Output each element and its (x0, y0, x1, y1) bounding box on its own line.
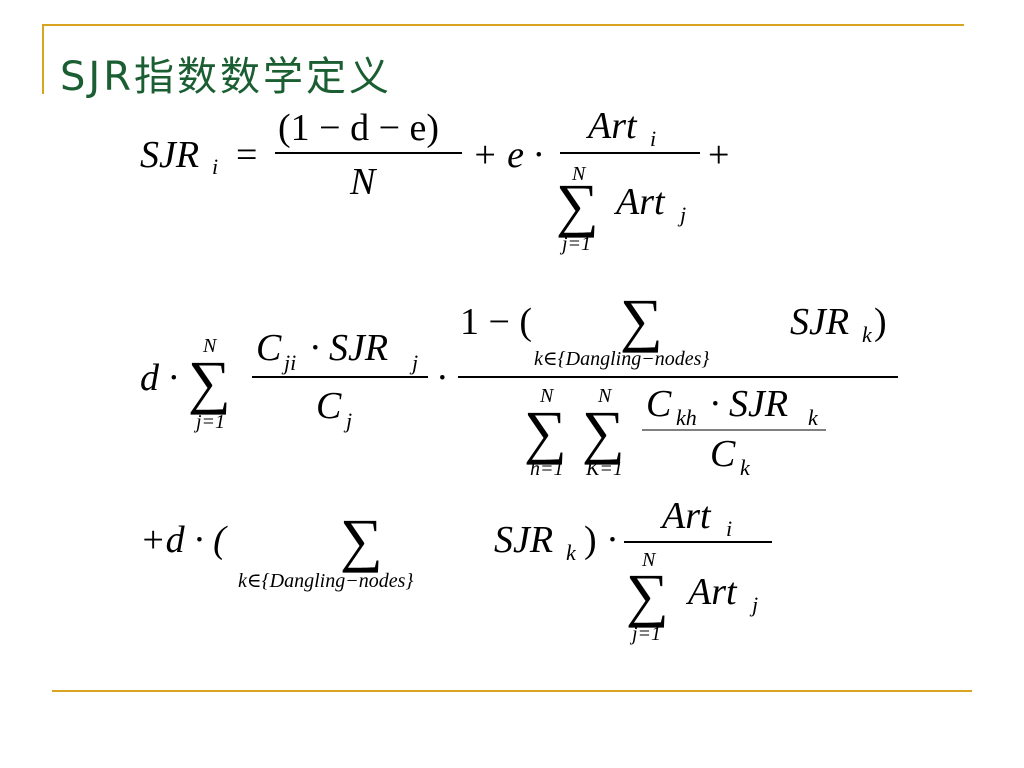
summation-sign: ∑ (620, 287, 663, 353)
c-kh-symbol: C (646, 383, 672, 425)
left-accent-line (42, 24, 44, 94)
sum-upper-limit: N (571, 163, 587, 185)
sum-upper-limit: N (597, 385, 613, 407)
formula-line-3: +d · ( ∑ k∈{Dangling−nodes} SJR k ) · Ar… (140, 495, 772, 645)
sum-upper-limit: N (202, 335, 218, 357)
subscript-k: k (862, 322, 873, 347)
one-minus-open: 1 − ( (460, 301, 532, 343)
d-dot: d · (140, 357, 178, 399)
sum-lower-limit: j=1 (559, 233, 591, 255)
subscript-j: j (749, 592, 758, 617)
c-j-symbol: C (316, 385, 342, 427)
sjr-k-symbol: SJR (494, 519, 553, 561)
art-symbol: Art (613, 181, 666, 223)
summation-sign: ∑ (582, 399, 625, 465)
sjr-k-symbol: SJR (790, 301, 849, 343)
sum-lower-limit: j=1 (193, 411, 225, 433)
summation-sign: ∑ (626, 562, 669, 628)
plus-e-term: + e · (472, 134, 543, 176)
subscript-i: i (212, 154, 218, 179)
summation-sign: ∑ (188, 349, 231, 415)
summation-sign: ∑ (524, 399, 567, 465)
summation-sign: ∑ (556, 172, 599, 238)
dot-sjr: · SJR (310, 327, 388, 369)
top-accent-line (42, 24, 964, 26)
subscript-i: i (726, 516, 732, 541)
c-k-symbol: C (710, 433, 736, 475)
subscript-ji: ji (281, 350, 296, 375)
trailing-plus: + (708, 134, 729, 176)
subscript-k: k (566, 540, 577, 565)
sum-lower-limit: K=1 (585, 458, 623, 480)
close-dot: ) · (584, 519, 619, 561)
subscript-k: k (740, 455, 751, 480)
subscript-k: k (808, 405, 819, 430)
art-symbol: Art (585, 105, 638, 147)
formula-line-1: SJR i = (1 − d − e) N + e · Art i N ∑ Ar… (140, 105, 729, 255)
art-symbol: Art (685, 571, 738, 613)
art-symbol: Art (659, 495, 712, 537)
subscript-j: j (343, 408, 352, 433)
multiplication-dot: · (436, 357, 449, 399)
dangling-nodes-set: k∈{Dangling−nodes} (238, 570, 413, 592)
formula-line-2: d · N ∑ j=1 C ji · SJR j C j · 1 − ( ∑ k… (140, 287, 898, 480)
subscript-j: j (409, 350, 418, 375)
sjr-symbol: SJR (140, 134, 199, 176)
sum-lower-limit: j=1 (629, 623, 661, 645)
sum-upper-limit: N (539, 385, 555, 407)
close-paren: ) (874, 301, 887, 343)
sum-upper-limit: N (641, 549, 657, 571)
subscript-kh: kh (676, 405, 697, 430)
damping-denominator: N (349, 161, 378, 203)
summation-sign: ∑ (340, 507, 383, 573)
sum-lower-limit: h=1 (530, 458, 564, 480)
dangling-nodes-set: k∈{Dangling−nodes} (534, 348, 709, 370)
damping-numerator: (1 − d − e) (278, 107, 439, 149)
slide-title: SJR指数数学定义 (60, 54, 392, 100)
c-ji-symbol: C (256, 327, 282, 369)
bottom-accent-line (52, 690, 972, 692)
subscript-i: i (650, 126, 656, 151)
dot-sjr: · SJR (710, 383, 788, 425)
equals-sign: = (236, 134, 257, 176)
plus-d-open: +d · ( (140, 519, 228, 561)
subscript-j: j (677, 202, 686, 227)
